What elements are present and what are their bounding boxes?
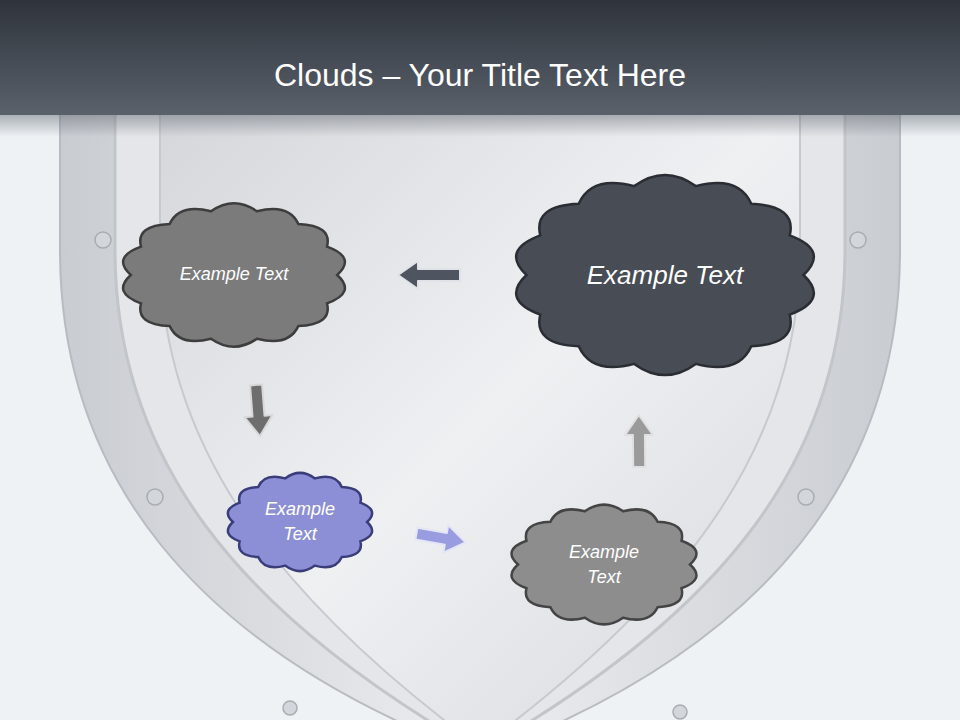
shield-rim	[115, 100, 845, 720]
block-arrow	[398, 261, 460, 289]
title-bar: Clouds – Your Title Text Here	[0, 0, 960, 115]
cloud-label: Example Text	[587, 257, 744, 293]
cloud-shape	[218, 466, 382, 578]
cloud-node: Example Text	[218, 466, 382, 578]
header-shadow	[0, 115, 960, 137]
block-arrow	[415, 525, 465, 553]
slide-title: Clouds – Your Title Text Here	[0, 55, 960, 95]
shield-outer	[60, 100, 900, 720]
cloud-label: Example Text	[180, 262, 288, 287]
cloud-label: Example Text	[259, 497, 341, 547]
cloud-outline	[228, 473, 372, 571]
cloud-text-group: Example Text	[259, 497, 341, 547]
cloud-outline	[123, 203, 345, 346]
cloud-outline	[512, 505, 697, 625]
cloud-node: Example Text	[500, 497, 708, 632]
cloud-text-group: Example Text	[587, 257, 744, 293]
cloud-node: Example Text	[110, 195, 358, 355]
cloud-node: Example Text	[500, 165, 830, 385]
cloud-text-group: Example Text	[552, 539, 656, 589]
cloud-text-group: Example Text	[180, 262, 288, 287]
cloud-shape	[500, 497, 708, 632]
cloud-label: Example Text	[552, 539, 656, 589]
block-arrow	[625, 415, 653, 467]
block-arrow	[245, 385, 273, 437]
cloud-outline	[516, 175, 814, 375]
